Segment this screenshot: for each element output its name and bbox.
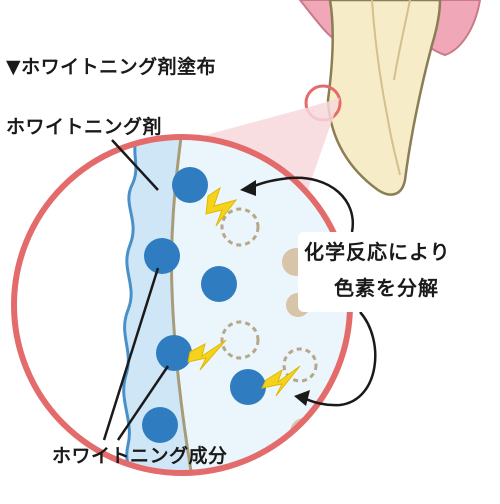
tooth-root-line	[371, 0, 401, 176]
spark-icon	[205, 186, 238, 227]
component-dot	[142, 407, 178, 443]
pigment-dashed	[282, 347, 318, 383]
pigment-dashed	[220, 207, 260, 247]
spark-icon	[261, 365, 301, 397]
component-dot	[230, 369, 266, 405]
component-dot	[201, 266, 237, 302]
diagram-title: ▼ホワイトニング剤塗布	[6, 56, 217, 78]
arrow-head	[294, 390, 310, 406]
reaction-arrow	[303, 311, 377, 407]
agent-outer-edge	[122, 137, 142, 473]
reaction-text-line2: 色素を分解	[334, 276, 439, 300]
reaction-text-box	[298, 232, 478, 312]
tooth-root-line-2	[393, 0, 411, 81]
reaction-arrow	[249, 176, 355, 233]
arrow-head	[240, 180, 256, 196]
component-dot	[144, 238, 180, 274]
whitening-component-label: ホワイトニング成分	[52, 445, 228, 467]
component-dot	[156, 335, 192, 371]
spark-icon	[187, 339, 227, 371]
whitening-agent-label: ホワイトニング剤	[6, 116, 163, 138]
agent-pointer	[111, 139, 159, 191]
component-dot	[172, 167, 208, 203]
component-pointer	[102, 267, 160, 441]
component-pointer	[116, 365, 170, 441]
pigment-dashed	[220, 320, 260, 360]
reaction-text-line1: 化学反応により	[304, 240, 451, 264]
